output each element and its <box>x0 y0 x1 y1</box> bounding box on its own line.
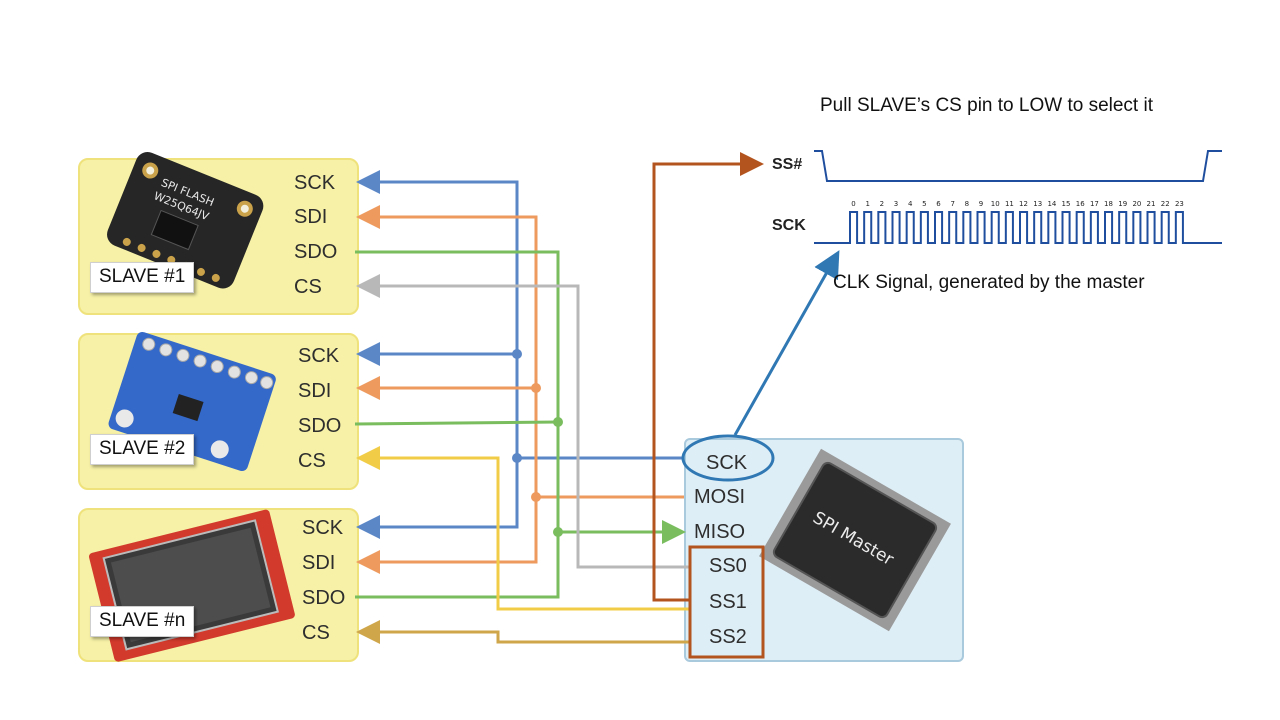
master-pin-ss2: SS2 <box>709 626 747 648</box>
slave-1-pin-sdo: SDO <box>294 241 338 263</box>
ss-signal-label: SS# <box>772 156 803 173</box>
clock-tick-label: 8 <box>965 200 969 208</box>
sck-wire-slave-n <box>356 458 519 539</box>
miso-wire-slave-n <box>355 532 560 599</box>
junction-dots <box>512 349 563 537</box>
clock-tick-label: 20 <box>1132 200 1141 208</box>
slave-n-pin-sck: SCK <box>302 517 344 539</box>
slave-n-pin-sdi: SDI <box>302 552 336 574</box>
cs-select-caption: Pull SLAVE’s CS pin to LOW to select it <box>820 95 1153 116</box>
clock-tick-label: 3 <box>894 200 898 208</box>
slave-n-pin-sdo: SDO <box>302 587 346 609</box>
clock-tick-label: 4 <box>908 200 913 208</box>
master-pin-ss1: SS1 <box>709 591 747 613</box>
ss-scope-wire <box>652 152 764 602</box>
ss-waveform <box>814 150 1222 182</box>
master-pin-mosi: MOSI <box>694 486 746 508</box>
clock-tick-label: 12 <box>1019 200 1028 208</box>
slave-2-pin-sck: SCK <box>298 345 340 367</box>
sck-waveform <box>814 211 1222 244</box>
clock-tick-label: 0 <box>851 200 855 208</box>
slave-1-pin-sdi: SDI <box>294 206 328 228</box>
master-pin-sck: SCK <box>706 452 748 474</box>
clock-tick-label: 23 <box>1175 200 1184 208</box>
clock-tick-label: 17 <box>1090 200 1099 208</box>
master-pin-miso: MISO <box>694 521 746 543</box>
clk-caption: CLK Signal, generated by the master <box>833 272 1145 293</box>
mosi-wire-slave-n <box>356 497 538 574</box>
clk-arrow <box>733 250 840 436</box>
slave-1-label: SLAVE #1 <box>90 262 195 293</box>
clock-tick-label: 18 <box>1104 200 1113 208</box>
ss1-wire <box>356 446 690 611</box>
clock-tick-label: 1 <box>865 200 869 208</box>
clock-tick-label: 21 <box>1147 200 1156 208</box>
clock-tick-label: 15 <box>1062 200 1071 208</box>
slave-2-pin-sdo: SDO <box>298 415 342 437</box>
clock-tick-label: 6 <box>936 200 941 208</box>
clock-tick-label: 7 <box>950 200 954 208</box>
master-pin-ss0: SS0 <box>709 555 747 577</box>
clock-tick-label: 10 <box>991 200 1000 208</box>
clock-tick-label: 11 <box>1005 200 1014 208</box>
ss2-wire <box>356 620 690 644</box>
slave-1-pin-cs: CS <box>294 276 322 298</box>
clock-tick-label: 16 <box>1076 200 1085 208</box>
clock-tick-label: 9 <box>979 200 983 208</box>
slave-2-pin-sdi: SDI <box>298 380 332 402</box>
clock-tick-label: 19 <box>1118 200 1127 208</box>
sck-signal-label: SCK <box>772 217 806 234</box>
sck-highlight-ellipse <box>681 434 775 482</box>
clock-tick-label: 13 <box>1033 200 1042 208</box>
clock-tick-label: 5 <box>922 200 926 208</box>
slave-2-pin-cs: CS <box>298 450 326 472</box>
ss-group-box <box>688 545 765 659</box>
miso-wire-slave-2 <box>354 420 559 426</box>
slave-n-label: SLAVE #n <box>90 606 195 637</box>
ss0-wire <box>356 274 690 569</box>
clock-tick-label: 22 <box>1161 200 1170 208</box>
sck-wire <box>356 170 684 460</box>
clock-tick-label: 14 <box>1047 200 1056 208</box>
spi-flash-board: SPI FLASH W25Q64JV <box>107 152 264 289</box>
mosi-wire <box>356 205 684 499</box>
slave-2-label: SLAVE #2 <box>90 434 195 465</box>
miso-wire <box>355 250 686 544</box>
slave-1-pin-sck: SCK <box>294 172 336 194</box>
clock-tick-label: 2 <box>880 200 884 208</box>
slave-n-pin-cs: CS <box>302 622 330 644</box>
